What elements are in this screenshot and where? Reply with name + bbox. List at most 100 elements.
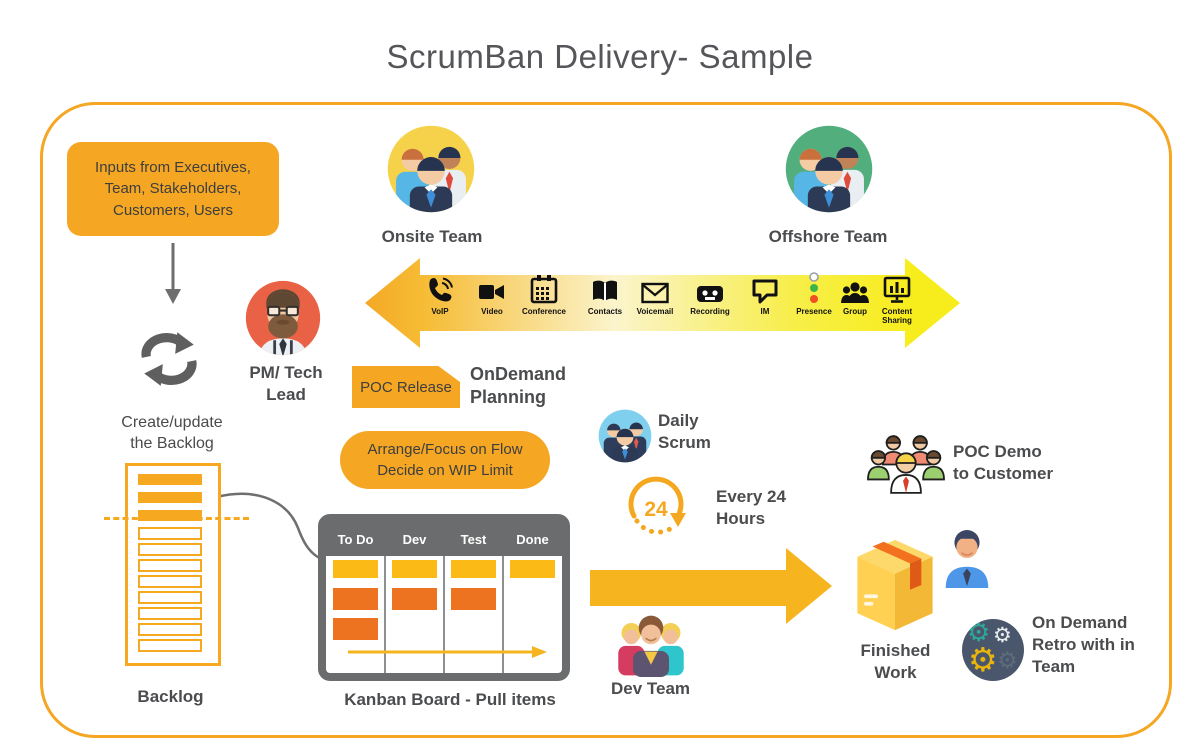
voip-phone-icon [426, 272, 454, 304]
banner-item-label: IM [760, 307, 770, 316]
customer-person-icon [945, 530, 989, 588]
kanban-column-header-dev: Dev [402, 531, 427, 547]
daily-scrum-icon [597, 408, 653, 464]
gear-icon: ⚙ [993, 623, 1012, 647]
every-24-hours-icon: 24 [628, 476, 686, 535]
offshore-team-label: Offshore Team [768, 227, 888, 246]
kanban-card [510, 560, 555, 578]
dev-team-icon [618, 615, 684, 677]
inputs-line: Customers, Users [112, 201, 234, 219]
ondemand-planning-label: OnDemand Planning [470, 363, 566, 410]
retro-label: On Demand Retro with in Team [1032, 612, 1135, 677]
backlog-outline-row [138, 527, 202, 540]
contacts-book-icon [591, 272, 619, 304]
daily-scrum-label: Daily Scrum [658, 410, 711, 454]
kanban-column-header-test: Test [460, 531, 487, 547]
inputs-box: Inputs from Executives, Team, Stakeholde… [67, 142, 279, 236]
banner-item-label-text: Content Sharing [881, 307, 913, 326]
arrange-focus-box: Arrange/Focus on Flow Decide on WIP Limi… [340, 431, 550, 489]
pm-label-line: Lead [266, 384, 306, 404]
poc-demo-group-icon [867, 435, 945, 494]
poc-demo-label: POC Demo to Customer [953, 441, 1053, 485]
banner-item-voip: VoIP [413, 272, 467, 316]
flow-arrow-body [590, 570, 786, 606]
pm-label-line: PM/ Tech [249, 363, 323, 382]
kanban-column-header-done: Done [516, 531, 549, 547]
voicemail-envelope-icon [641, 272, 669, 304]
create-update-line: Create/update [121, 414, 223, 431]
im-chat-bubble-icon [751, 272, 779, 304]
backlog-outline-row [138, 639, 202, 652]
backlog-filled-row [138, 492, 202, 503]
video-camera-icon [478, 272, 506, 304]
cycle-arrows-icon [141, 332, 197, 386]
kanban-board: To Do Dev Test Done [318, 514, 570, 681]
kanban-card [451, 560, 496, 578]
banner-item-group: Group [828, 272, 882, 316]
backlog-outline-row [138, 559, 202, 572]
daily-scrum-line: Scrum [658, 432, 711, 452]
banner-item-voicemail: Voicemail [628, 272, 682, 316]
backlog-outline-row [138, 591, 202, 604]
backlog-outline-row [138, 607, 202, 620]
every-24-line: Hours [716, 508, 766, 528]
every-24-line: Every 24 [716, 487, 786, 506]
banner-item-im: IM [738, 272, 792, 316]
kanban-card [333, 618, 378, 640]
daily-scrum-line: Daily [658, 411, 699, 430]
poc-release-label: POC Release [360, 378, 452, 396]
kanban-card [392, 588, 437, 610]
kanban-divider [502, 556, 504, 673]
kanban-caption: Kanban Board - Pull items [344, 690, 556, 709]
badge-24-text: 24 [644, 498, 668, 521]
kanban-header: To Do Dev Test Done [326, 522, 562, 556]
kanban-column-header-todo: To Do [337, 531, 374, 547]
backlog-label: Backlog [137, 687, 204, 706]
kanban-card [333, 560, 378, 578]
retro-line: Team [1032, 656, 1076, 676]
kanban-card [451, 588, 496, 610]
backlog-filled-row [138, 474, 202, 485]
create-update-line: the Backlog [130, 434, 214, 452]
backlog-filled-row [138, 510, 202, 521]
kanban-card [392, 560, 437, 578]
backlog-box [125, 463, 221, 666]
finished-work-label: Finished Work [843, 640, 948, 684]
inputs-line: Team, Stakeholders, [104, 180, 242, 198]
gear-icon: ⚙ [968, 640, 998, 679]
kanban-card [333, 588, 378, 610]
inputs-line: Inputs from Executives, [95, 159, 251, 177]
backlog-cutline [104, 517, 249, 520]
banner-item-label: Contacts [587, 307, 623, 316]
pm-tech-lead-icon [245, 280, 321, 356]
conference-calendar-icon [530, 272, 558, 304]
banner-item-label: Conference [521, 307, 566, 316]
every-24-hours-label: Every 24 Hours [716, 486, 786, 530]
backlog-outline-row [138, 543, 202, 556]
group-people-icon [841, 272, 869, 304]
content-sharing-monitor-icon [883, 272, 911, 304]
recording-tape-icon [696, 272, 724, 304]
arrange-line: Arrange/Focus on Flow [367, 441, 523, 458]
presence-status-dots-icon [808, 272, 820, 304]
flow-arrow-head [786, 548, 832, 624]
banner-item-label: Video [481, 307, 503, 316]
onsite-team-label: Onsite Team [381, 227, 483, 246]
banner-item-label: VoIP [431, 307, 449, 316]
retro-line: Retro with in [1032, 634, 1135, 654]
gear-icon: ⚙ [997, 648, 1018, 674]
banner-item-label: Group [843, 307, 867, 316]
poc-release-box: POC Release [352, 366, 460, 408]
dev-team-label: Dev Team [610, 679, 691, 698]
banner-item-video: Video [465, 272, 519, 316]
banner-item-label: Presence [796, 307, 832, 316]
banner-item-content-sharing: Content Sharing [867, 272, 927, 325]
retro-gears-icon: ⚙ ⚙ ⚙ ⚙ [962, 619, 1024, 681]
ondemand-line: Planning [470, 387, 546, 408]
arrange-line: Decide on WIP Limit [377, 462, 513, 479]
gear-icon: ⚙ [967, 619, 991, 648]
poc-demo-line: to Customer [953, 463, 1054, 483]
offshore-team-icon [783, 123, 875, 215]
kanban-flow-arrow [348, 646, 547, 658]
kanban-body [326, 556, 562, 673]
